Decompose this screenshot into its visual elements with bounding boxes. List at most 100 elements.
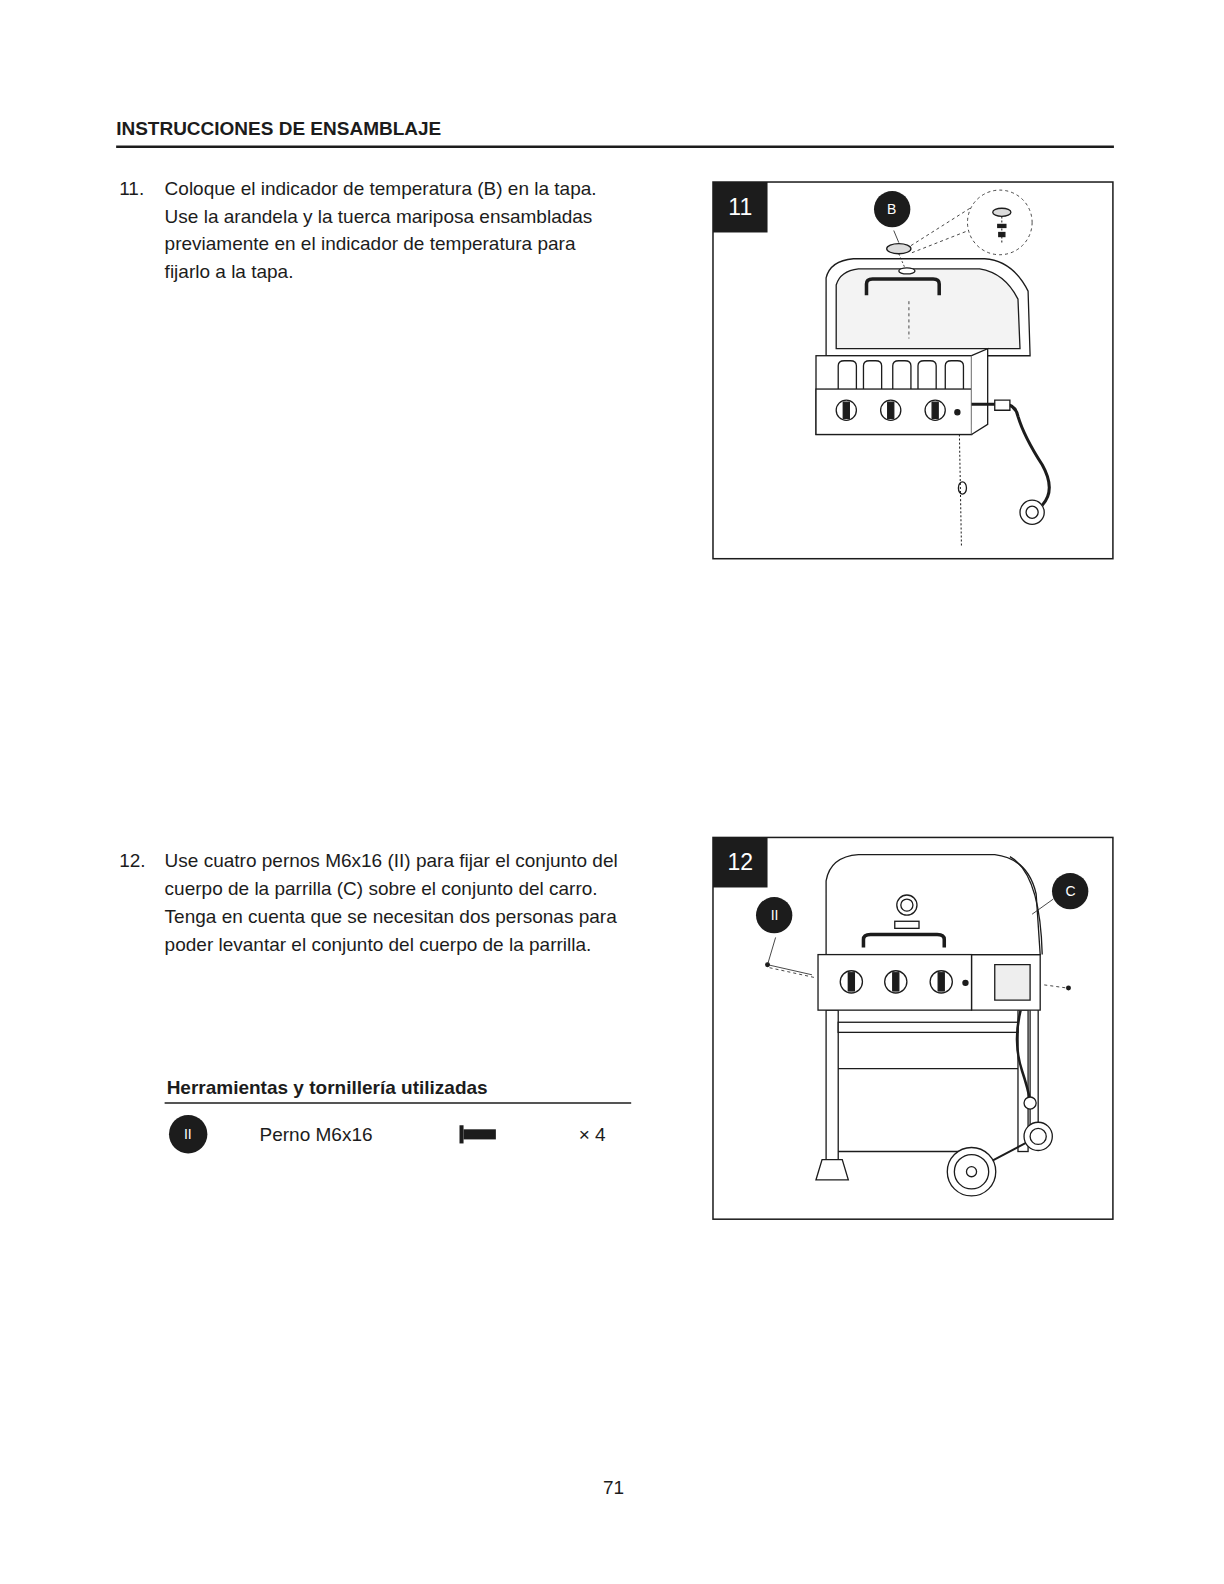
step-panel [713, 837, 1113, 1219]
bolt-dot [766, 963, 770, 967]
callout-letter: B [874, 191, 910, 227]
gauge-hole [899, 268, 915, 274]
step-tab: 11 [713, 182, 768, 232]
knob-grip [848, 973, 854, 991]
control-panel [818, 955, 972, 1011]
step-text: Use cuatro pernos M6x16 (II) para fijar … [165, 847, 631, 958]
firebox [816, 356, 972, 435]
gas-hose [1017, 1005, 1030, 1101]
igniter [963, 980, 968, 985]
igniter [955, 410, 960, 415]
lid [826, 855, 1040, 955]
lid-handle [863, 934, 944, 947]
wheel [1024, 1122, 1052, 1150]
hardware-name: Perno M6x16 [260, 1121, 373, 1149]
gas-hose [972, 404, 1050, 505]
regulator [1024, 1097, 1036, 1109]
knob-grip [932, 402, 938, 418]
circle-fill [874, 191, 910, 227]
step-panel [713, 182, 1113, 559]
leader-line [894, 230, 899, 242]
side-wall [972, 955, 1041, 1011]
wing-nut-detail [999, 233, 1005, 237]
wheel-rim [1030, 1128, 1046, 1144]
wheel [947, 1147, 995, 1195]
flame-tamers [838, 361, 963, 389]
stem-detail [1001, 216, 1002, 242]
knob [885, 971, 907, 993]
knob [925, 400, 945, 420]
step-tab: 12 [713, 837, 768, 887]
leader-line [768, 937, 812, 974]
node-text: 12 [727, 851, 753, 874]
page-heading: INSTRUCCIONES DE ENSAMBLAJE [116, 117, 441, 141]
knob-grip [888, 402, 894, 418]
circle-fill [1052, 873, 1088, 909]
leg [826, 1010, 838, 1161]
quantity: × 4 [579, 1121, 606, 1149]
hardware-callout: II [169, 1115, 207, 1153]
cart-panel [838, 1068, 1018, 1069]
heading-rule [116, 145, 1114, 148]
bolt-path [770, 968, 816, 978]
step-text: Coloque el indicador de temperatura (B) … [165, 175, 620, 286]
guide-line [908, 301, 909, 338]
foot [816, 1160, 848, 1180]
knob [881, 400, 901, 420]
wheel-hub [966, 1167, 976, 1177]
node-text: II [184, 1127, 192, 1141]
knob-grip [938, 973, 944, 991]
cart-rail [838, 1151, 969, 1152]
circle-fill [169, 1115, 207, 1153]
side-wall [972, 349, 988, 435]
knob-grip [843, 402, 849, 418]
bolt-shank [464, 1129, 496, 1139]
node-text: 11 [728, 196, 752, 219]
grill-head-open [816, 190, 1049, 545]
washer-detail [998, 224, 1006, 227]
tools-heading: Herramientas y tornillería utilizadas [167, 1074, 488, 1102]
bolt-icon [460, 1125, 496, 1143]
step-number: 12. [119, 847, 145, 875]
bolt-path [1044, 985, 1066, 988]
lid-handle [866, 279, 939, 295]
chain-ring [958, 482, 966, 494]
node-text: B [887, 202, 896, 216]
knob [840, 971, 862, 993]
detail-circle [967, 190, 1032, 255]
wheel-rim [954, 1155, 988, 1189]
logo-plate [895, 921, 919, 928]
regulator-knob [1026, 506, 1038, 518]
node-text: II [771, 908, 779, 922]
lid-inner [836, 269, 1020, 349]
bolt-head [460, 1125, 464, 1143]
detail-leader [911, 207, 972, 245]
regulator [1020, 500, 1044, 524]
knob [930, 971, 952, 993]
circle-fill [756, 897, 792, 933]
knob [836, 400, 856, 420]
match-chain [959, 434, 961, 545]
page-number: 71 [603, 1474, 624, 1502]
callout-letter: C [1052, 873, 1088, 909]
bolt-dot [1067, 986, 1071, 990]
leg [1030, 1000, 1038, 1139]
lid-side [1010, 857, 1042, 955]
step-number: 11. [119, 175, 144, 203]
gauge [887, 244, 911, 254]
cart-rail [838, 1022, 1018, 1032]
callout-number: II [756, 897, 792, 933]
node-text: C [1065, 884, 1075, 898]
side-vent [995, 965, 1030, 1000]
gauge [897, 895, 917, 915]
tools-rule [165, 1102, 632, 1104]
control-panel [816, 389, 972, 434]
hose-fitting [995, 400, 1010, 410]
knob-grip [893, 973, 899, 991]
lid [826, 259, 1030, 356]
detail-leader [912, 230, 969, 252]
gauge-detail [993, 208, 1011, 216]
grill-on-cart [766, 855, 1071, 1196]
tab-fill [713, 182, 768, 232]
